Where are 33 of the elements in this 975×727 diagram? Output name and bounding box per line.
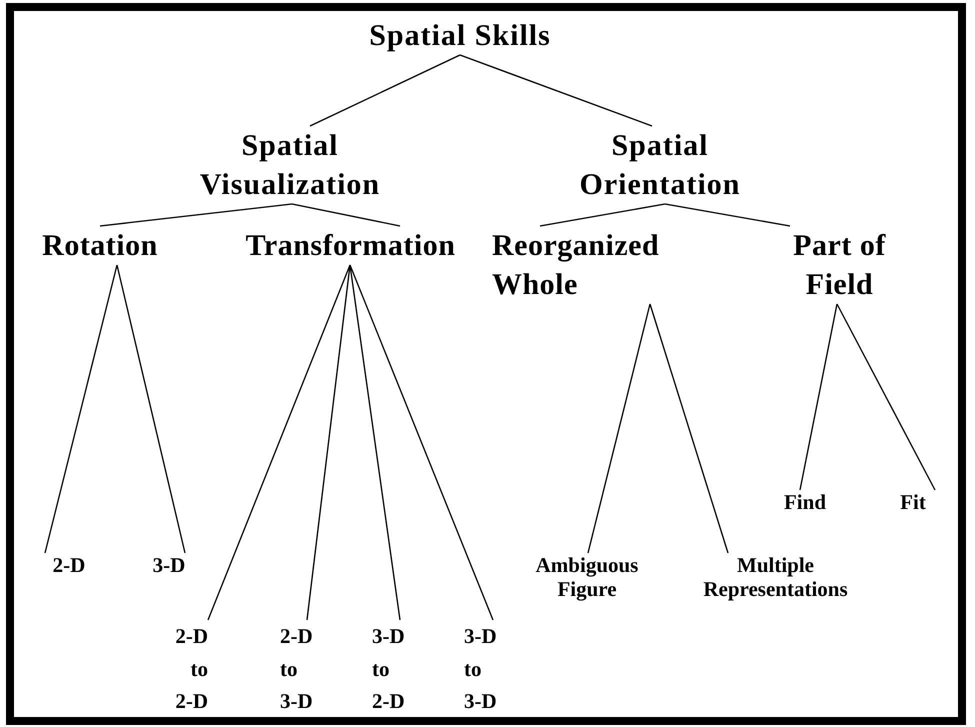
category-label: Spatial Orientation <box>530 126 790 204</box>
tree-line <box>292 203 400 227</box>
category-label: 2-D <box>40 553 98 578</box>
tree-line <box>836 304 936 490</box>
category-label: 2-D to 3-D <box>280 620 328 718</box>
tree-line <box>310 54 460 127</box>
category-label: Ambiguous Figure <box>508 553 666 602</box>
category-label: Rotation <box>15 226 185 265</box>
category-label: Spatial Skills <box>340 16 580 55</box>
category-label: Spatial Visualization <box>150 126 430 204</box>
category-label: Transformation <box>228 226 473 265</box>
tree-line <box>44 264 118 554</box>
tree-line <box>207 264 351 620</box>
tree-line <box>460 54 652 127</box>
category-label: Part of Field <box>772 226 907 304</box>
category-label: Multiple Representations <box>668 553 883 602</box>
tree-line <box>649 304 729 554</box>
category-label: Find <box>774 490 836 516</box>
tree-line <box>100 203 292 227</box>
tree-line <box>116 264 186 554</box>
category-label: 3-D to 2-D <box>372 620 420 718</box>
category-label: 2-D to 2-D <box>160 620 208 718</box>
category-label: Fit <box>886 490 940 516</box>
category-label: 3-D to 3-D <box>464 620 512 718</box>
tree-line <box>306 264 351 620</box>
tree-line <box>349 264 494 620</box>
category-label: Reorganized Whole <box>492 226 687 304</box>
tree-line <box>540 203 666 227</box>
tree-line <box>799 304 838 490</box>
category-label: 3-D <box>140 553 198 578</box>
tree-line <box>349 264 401 620</box>
tree-line <box>664 203 790 227</box>
tree-line <box>587 304 651 554</box>
